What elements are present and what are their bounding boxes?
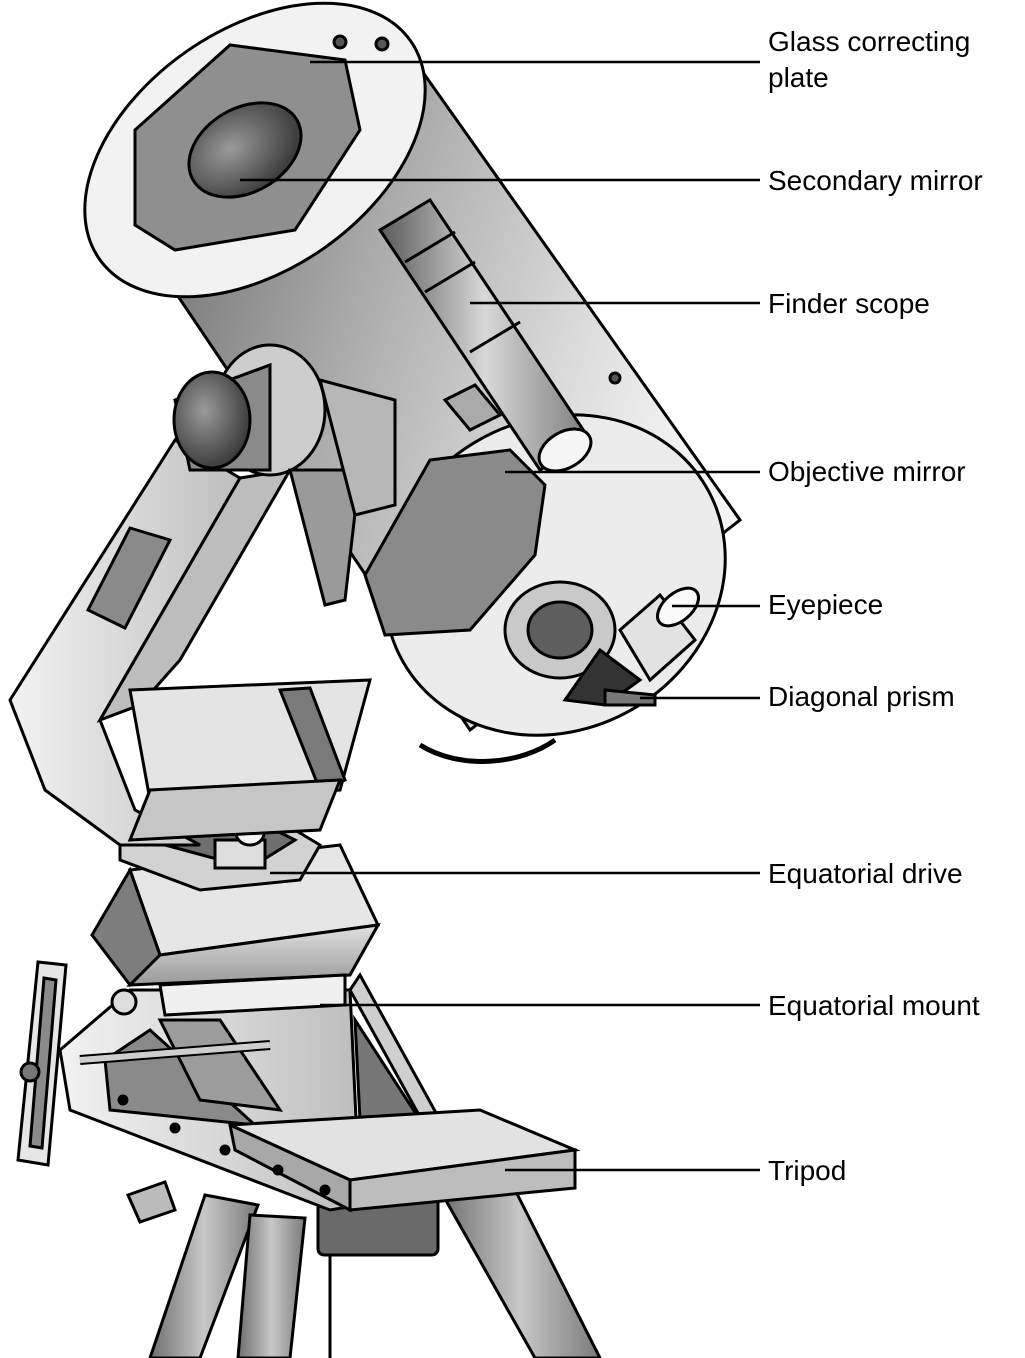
label-equatorial-drive: Equatorial drive (768, 858, 963, 889)
label-finder-scope: Finder scope (768, 288, 930, 319)
label-objective-mirror: Objective mirror (768, 456, 966, 487)
fork-arms (8, 437, 372, 847)
label-eyepiece: Eyepiece (768, 589, 884, 620)
telescope-tube (83, 1, 743, 764)
label-equatorial-mount: Equatorial mount (768, 990, 980, 1021)
label-tripod: Tripod (768, 1155, 847, 1186)
label-secondary-mirror: Secondary mirror (768, 165, 983, 196)
declination-axis (172, 343, 397, 607)
handwheel (16, 960, 177, 1224)
label-glass-correcting-plate: Glass correcting plate (768, 26, 971, 93)
tripod-tray (117, 1094, 581, 1213)
finder-scope (377, 197, 593, 473)
label-diagonal-prism: Diagonal prism (768, 681, 955, 712)
leader-lines (240, 60, 760, 1172)
